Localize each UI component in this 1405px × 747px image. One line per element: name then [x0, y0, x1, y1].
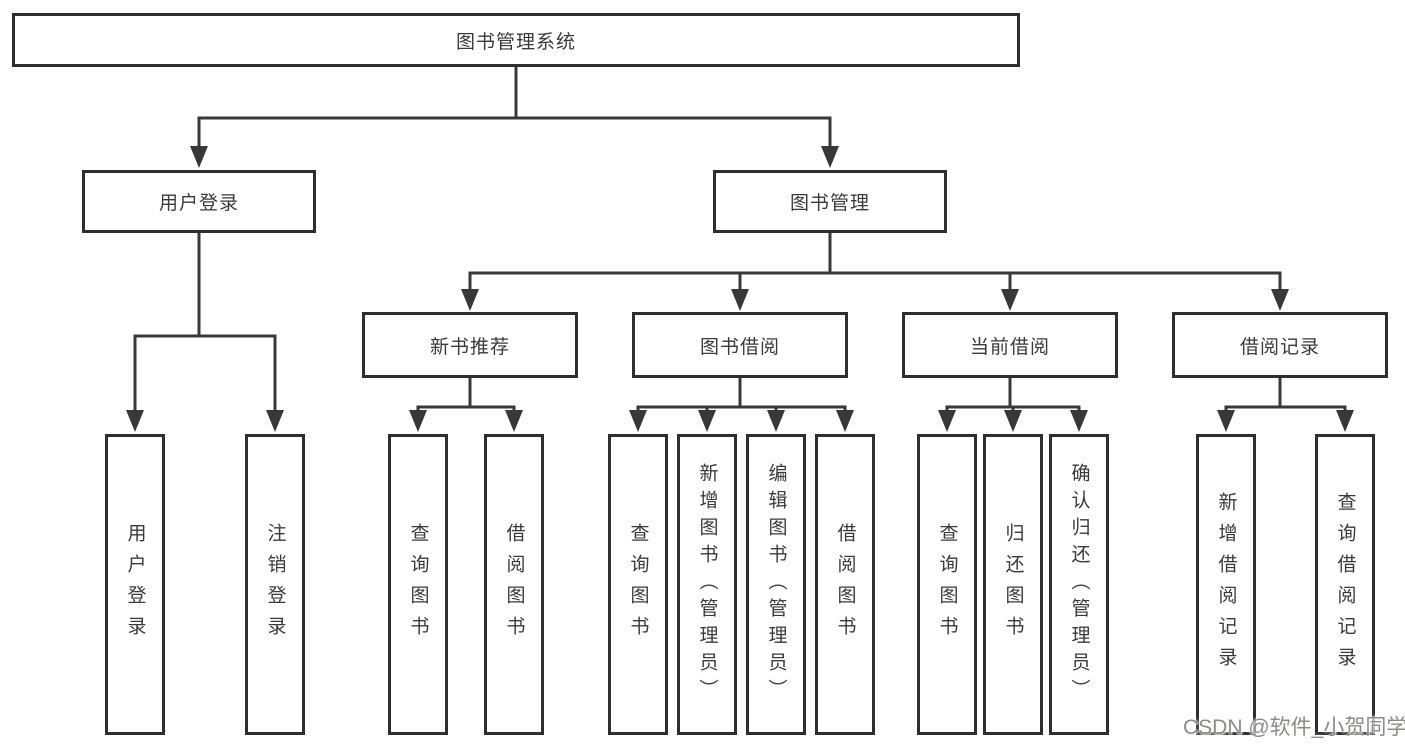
connector-book-management-children	[461, 233, 1289, 311]
node-user-login-label: 用户登录	[158, 193, 239, 214]
connector-book-borrow-children	[629, 378, 854, 432]
node-book-borrow-label: 图书借阅	[699, 336, 780, 358]
node-leaf-borrow-book: 借阅图书	[815, 434, 875, 735]
connector-user-login-children	[126, 233, 284, 432]
node-leaf-edit-book-admin: 编辑图书（管理员）	[746, 434, 806, 735]
csdn-watermark: CSDN @软件_小贺同学	[1183, 716, 1405, 739]
node-leaf-return-book-label: 归还图书	[1002, 522, 1024, 647]
node-leaf-user-login-label: 用户登录	[124, 522, 146, 647]
node-leaf-borrow-book-label: 借阅图书	[834, 522, 856, 647]
node-new-book-recommend-label: 新书推荐	[429, 336, 510, 358]
node-leaf-add-book-admin-label: 新增图书（管理员）	[696, 463, 718, 706]
connector-root-to-level2	[190, 66, 839, 168]
node-leaf-add-borrow-record-label: 新增借阅记录	[1215, 491, 1237, 678]
node-leaf-query-book-borrow-label: 查询图书	[627, 522, 649, 647]
node-leaf-query-book-current-label: 查询图书	[936, 522, 958, 647]
node-root-system: 图书管理系统	[12, 13, 1020, 67]
node-leaf-query-book-borrow: 查询图书	[608, 434, 668, 735]
node-current-borrow-label: 当前借阅	[969, 336, 1050, 358]
node-leaf-user-login: 用户登录	[105, 434, 165, 735]
node-leaf-confirm-return-admin: 确认归还（管理员）	[1049, 434, 1109, 735]
node-borrow-records-label: 借阅记录	[1239, 336, 1320, 358]
node-leaf-edit-book-admin-label: 编辑图书（管理员）	[765, 463, 787, 706]
node-leaf-return-book: 归还图书	[983, 434, 1043, 735]
node-leaf-add-book-admin: 新增图书（管理员）	[677, 434, 737, 735]
node-book-management: 图书管理	[713, 170, 947, 233]
node-leaf-query-book-current: 查询图书	[917, 434, 977, 735]
node-leaf-query-book-recommend: 查询图书	[388, 434, 448, 735]
node-leaf-logout: 注销登录	[245, 434, 305, 735]
node-leaf-borrow-book-recommend: 借阅图书	[484, 434, 544, 735]
node-leaf-query-borrow-record: 查询借阅记录	[1315, 434, 1375, 735]
node-current-borrow: 当前借阅	[902, 312, 1118, 378]
node-book-borrow: 图书借阅	[632, 312, 848, 378]
node-leaf-query-borrow-record-label: 查询借阅记录	[1334, 491, 1356, 678]
connector-current-borrow-children	[938, 378, 1088, 432]
node-new-book-recommend: 新书推荐	[362, 312, 578, 378]
node-leaf-add-borrow-record: 新增借阅记录	[1196, 434, 1256, 735]
connector-new-book-recommend-children	[409, 378, 523, 432]
node-borrow-records: 借阅记录	[1172, 312, 1388, 378]
node-user-login: 用户登录	[82, 170, 316, 233]
node-leaf-borrow-book-recommend-label: 借阅图书	[503, 522, 525, 647]
node-book-management-label: 图书管理	[789, 193, 870, 214]
node-leaf-logout-label: 注销登录	[264, 522, 286, 647]
connector-borrow-records-children	[1217, 378, 1354, 432]
node-leaf-confirm-return-admin-label: 确认归还（管理员）	[1068, 463, 1090, 706]
node-leaf-query-book-recommend-label: 查询图书	[407, 522, 429, 647]
node-root-system-label: 图书管理系统	[455, 31, 576, 53]
